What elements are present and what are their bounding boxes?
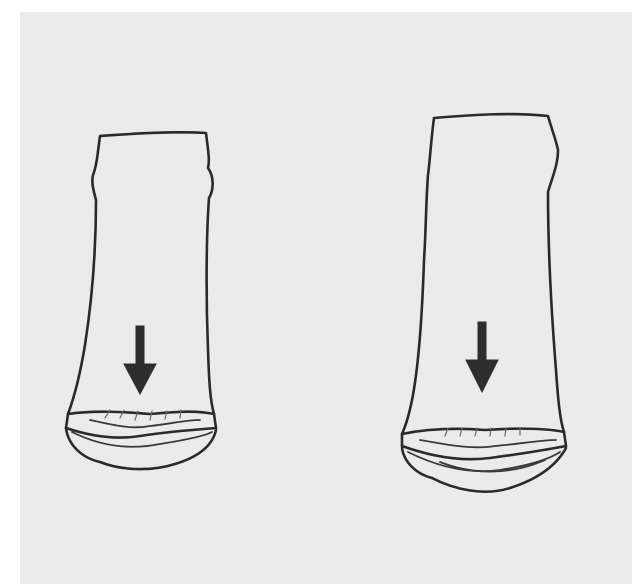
- right-bone-cap-sides: [402, 432, 566, 446]
- left-bone-cap-top: [68, 412, 214, 414]
- arrow-down-icon: [124, 326, 156, 394]
- right-bone-sketch: [402, 114, 566, 492]
- arrow-down-icon: [466, 322, 498, 392]
- right-bone-cap-top: [402, 429, 564, 434]
- right-bone-cap-inner2: [420, 440, 556, 447]
- left-bone-sketch: [66, 132, 216, 469]
- left-bone-cap-inner2: [90, 420, 200, 427]
- right-bone-cap-inner3: [440, 460, 545, 472]
- left-bone-cap-band1: [66, 428, 216, 438]
